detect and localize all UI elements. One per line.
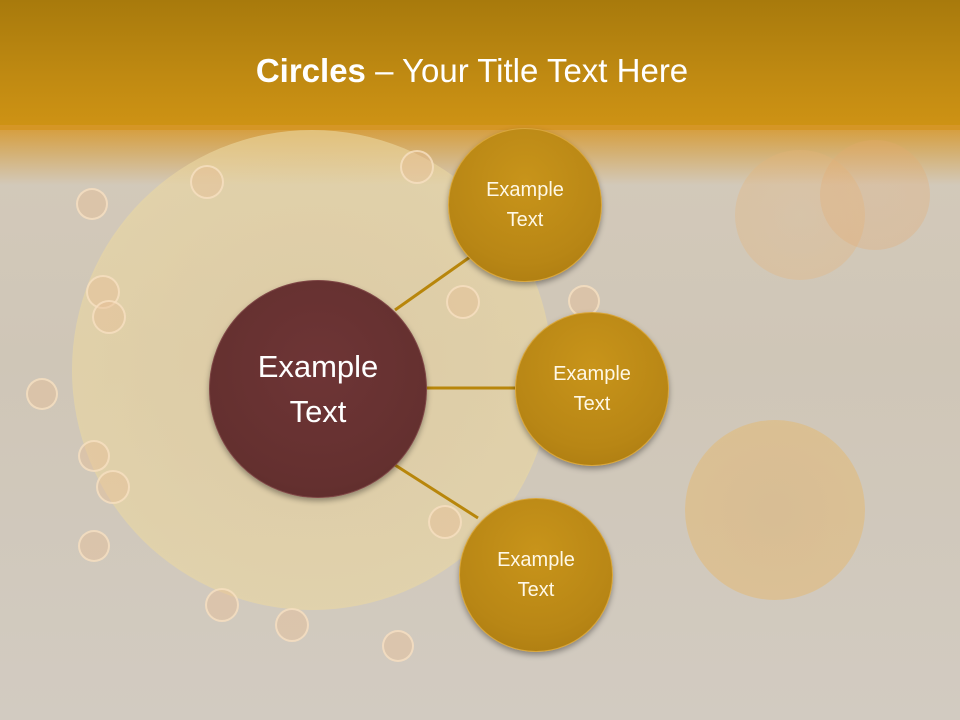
satellite-line1: Example (497, 549, 575, 571)
satellite-line2: Text (517, 579, 555, 601)
background-molecule (382, 630, 414, 662)
background-virus-cell-small (685, 420, 865, 600)
background-molecule (76, 188, 108, 220)
satellite-line1: Example (486, 179, 564, 201)
title-bar (0, 0, 960, 130)
background-molecule (428, 505, 462, 539)
background-molecule (92, 300, 126, 334)
center-circle-line1: Example (257, 349, 379, 384)
background-molecule (400, 150, 434, 184)
title-rest: – Your Title Text Here (365, 52, 689, 89)
background-bubble (820, 140, 930, 250)
satellite-line2: Text (573, 393, 611, 415)
background-molecule (96, 470, 130, 504)
center-circle-line2: Text (289, 394, 347, 429)
background-molecule (275, 608, 309, 642)
background-molecule (78, 530, 110, 562)
slide-title: Circles – Your Title Text Here (0, 52, 944, 90)
satellite-line1: Example (553, 363, 631, 385)
background-bubble (735, 150, 865, 280)
background-molecule (26, 378, 58, 410)
satellite-line2: Text (506, 209, 544, 231)
background-molecule (205, 588, 239, 622)
title-bold: Circles (255, 52, 366, 89)
background-molecule (190, 165, 224, 199)
background-molecule (446, 285, 480, 319)
background-molecule (78, 440, 110, 472)
